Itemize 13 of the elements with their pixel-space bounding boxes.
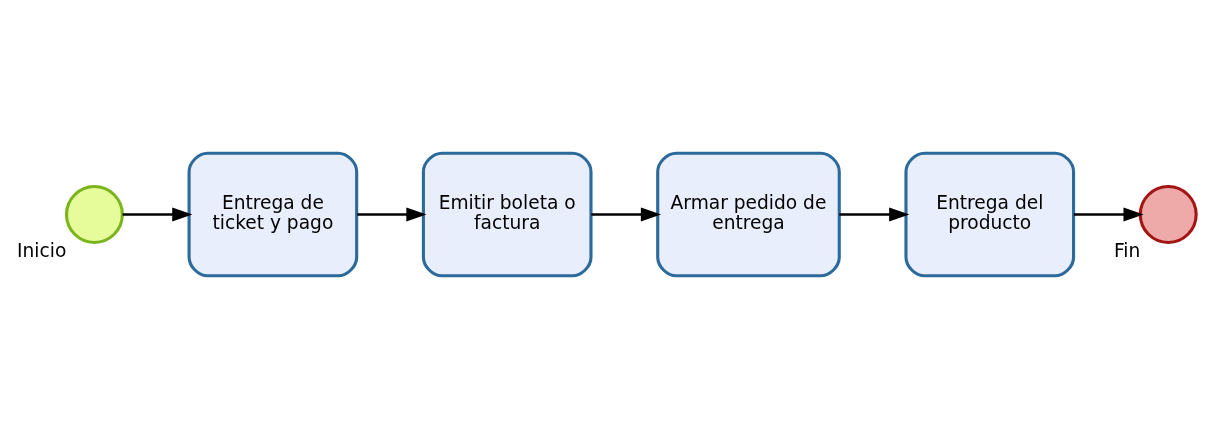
node-box: Entrega del producto bbox=[904, 151, 1076, 278]
arrow bbox=[122, 207, 193, 222]
node-label: Inicio bbox=[17, 240, 67, 262]
arrow bbox=[591, 207, 662, 222]
arrow bbox=[357, 207, 427, 222]
node-circle bbox=[64, 185, 124, 244]
arrow bbox=[1073, 207, 1144, 222]
node-box: Emitir boleta o factura bbox=[421, 151, 593, 278]
arrow bbox=[839, 207, 910, 222]
node-circle bbox=[1138, 185, 1198, 244]
node-box: Armar pedido de entrega bbox=[656, 151, 841, 278]
node-box: Entrega de ticket y pago bbox=[187, 151, 359, 278]
node-label: Fin bbox=[1113, 240, 1141, 262]
